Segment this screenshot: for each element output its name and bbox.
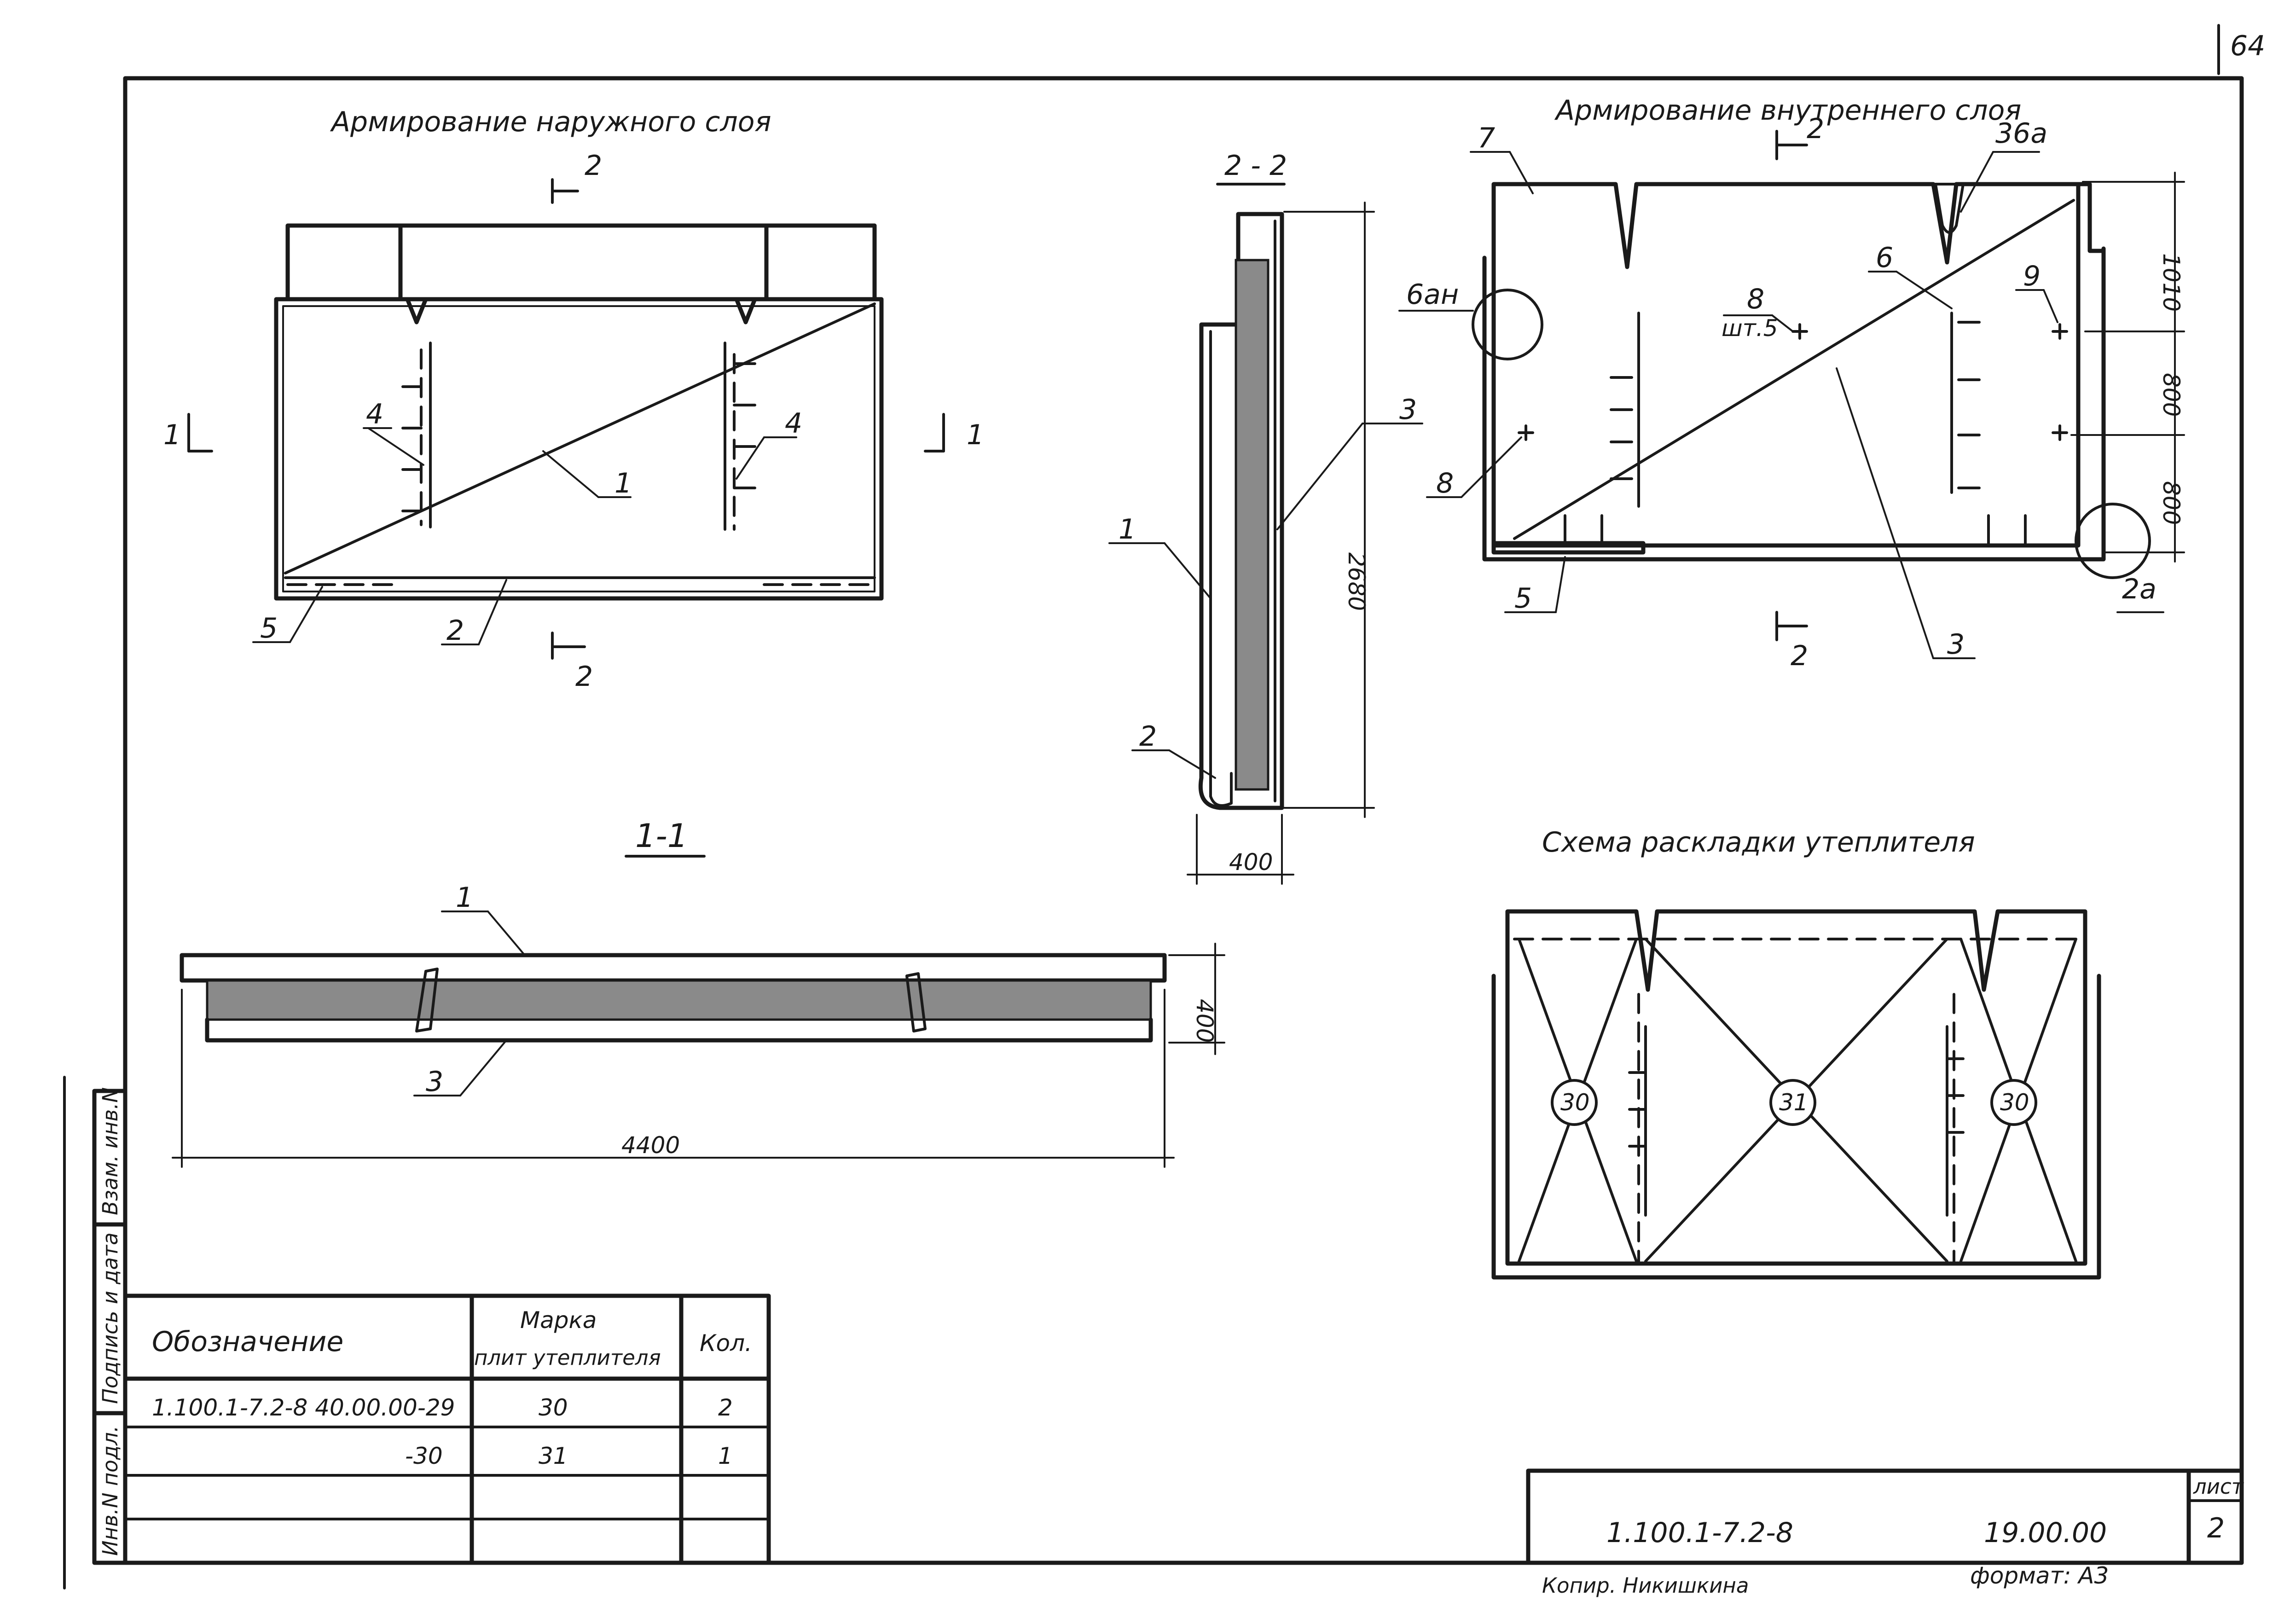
note-2a: 2а: [2122, 573, 2156, 605]
title-sheet-label: лист: [2193, 1474, 2244, 1499]
table-row1-designation: 1.100.1-7.2-8 40.00.00-29: [152, 1394, 455, 1421]
side-stamp: Инв.N подл. Подпись и дата Взам. инв.N: [63, 1076, 128, 1589]
table-row2-mark: 31: [539, 1443, 568, 1469]
pos-3-inner: 3: [1947, 628, 1965, 661]
dim-400-section11: 400: [1191, 999, 1218, 1043]
table-row2-designation: -30: [405, 1443, 443, 1469]
stamp-sign-date: Подпись и дата: [98, 1232, 122, 1404]
pos-8-left: 8: [1436, 467, 1454, 499]
inner-layer-title: Армирование внутреннего слоя: [1554, 94, 2021, 127]
stamp-replace-inv: Взам. инв.N: [98, 1087, 122, 1215]
sheet-number-top: 64: [2230, 30, 2265, 62]
cut-mark-1-left: 1: [163, 419, 181, 451]
table-row1-mark: 30: [539, 1394, 568, 1421]
cut-mark-2-inner-bottom: 2: [1791, 640, 1808, 672]
copied-by: Копир. Никишкина: [1542, 1573, 1749, 1598]
insulation-hatch-section11: [206, 979, 1152, 1021]
note-36a: 36а: [1995, 117, 2047, 150]
pos-9: 9: [2023, 260, 2041, 292]
insulation-scheme: Схема раскладки утеплителя 30 31 30: [1491, 826, 2101, 1280]
scheme-title: Схема раскладки утеплителя: [1542, 826, 1975, 858]
pos-5-inner: 5: [1514, 582, 1532, 615]
zone-31: 31: [1779, 1089, 1809, 1116]
format-label: формат: А3: [1970, 1562, 2109, 1589]
zone-30-left: 30: [1560, 1089, 1590, 1116]
table-header-qty: Кол.: [700, 1330, 752, 1357]
pos-1-section11: 1: [456, 882, 473, 914]
dim-800-b: 800: [2158, 481, 2185, 525]
title-doc-code: 1.100.1-7.2-8: [1606, 1517, 1793, 1549]
pos-1-section: 1: [1119, 513, 1136, 545]
title-doc-sub: 19.00.00: [1984, 1517, 2107, 1549]
table-header-mark-2: плит утеплителя: [474, 1346, 661, 1370]
pos-8-count: шт.5: [1722, 315, 1778, 342]
pos-3-section: 3: [1399, 394, 1417, 426]
pos-6: 6: [1876, 242, 1893, 274]
title-sheet-value: 2: [2207, 1512, 2225, 1544]
insulation-hatch-section22: [1235, 259, 1270, 791]
pos-5-outer: 5: [260, 612, 278, 644]
pos-4-left: 4: [366, 398, 383, 430]
section-1-1: 1-1 400 4400 1 3: [172, 817, 1225, 1168]
spec-table: Обозначение Марка плит утеплителя Кол. 1…: [123, 1293, 771, 1565]
pos-4-right: 4: [785, 407, 802, 440]
pos-2-section: 2: [1139, 720, 1157, 753]
title-block: 1.100.1-7.2-8 19.00.00 лист 2 Копир. Ник…: [1526, 1468, 2244, 1598]
pos-3-section11: 3: [426, 1066, 443, 1098]
sheet-frame: 64: [123, 24, 2265, 1565]
pos-7: 7: [1478, 122, 1495, 154]
outer-layer-view: Армирование наружного слоя 2 2 1: [163, 106, 984, 693]
dim-2680: 2680: [1343, 552, 1370, 611]
section-22-title: 2 - 2: [1224, 150, 1287, 182]
section-2-2: 2 - 2 2680 400 1 2 3: [1108, 150, 1423, 885]
outer-layer-title: Армирование наружного слоя: [330, 106, 771, 138]
dim-400-section: 400: [1229, 849, 1273, 876]
zone-30-right: 30: [2000, 1089, 2029, 1116]
inner-layer-view: Армирование внутреннего слоя 2: [1398, 94, 2185, 672]
table-header-designation: Обозначение: [152, 1326, 343, 1358]
cut-mark-2-inner-top: 2: [1807, 113, 1824, 145]
stamp-inv-orig: Инв.N подл.: [98, 1426, 122, 1556]
pos-1-outer: 1: [614, 467, 632, 499]
pos-8-center: 8: [1747, 283, 1764, 315]
section-11-title: 1-1: [635, 817, 688, 855]
table-row1-qty: 2: [718, 1394, 733, 1421]
dim-4400: 4400: [621, 1132, 680, 1159]
cut-mark-2-bottom: 2: [575, 661, 593, 693]
table-header-mark-1: Марка: [520, 1307, 597, 1334]
table-row2-qty: 1: [718, 1443, 733, 1469]
pos-2-outer: 2: [446, 615, 464, 647]
dim-800-a: 800: [2158, 373, 2185, 417]
cut-mark-1-right: 1: [967, 419, 984, 451]
note-6an: 6ан: [1406, 278, 1459, 311]
dim-1010: 1010: [2158, 253, 2185, 312]
cut-mark-2-top: 2: [585, 150, 602, 182]
